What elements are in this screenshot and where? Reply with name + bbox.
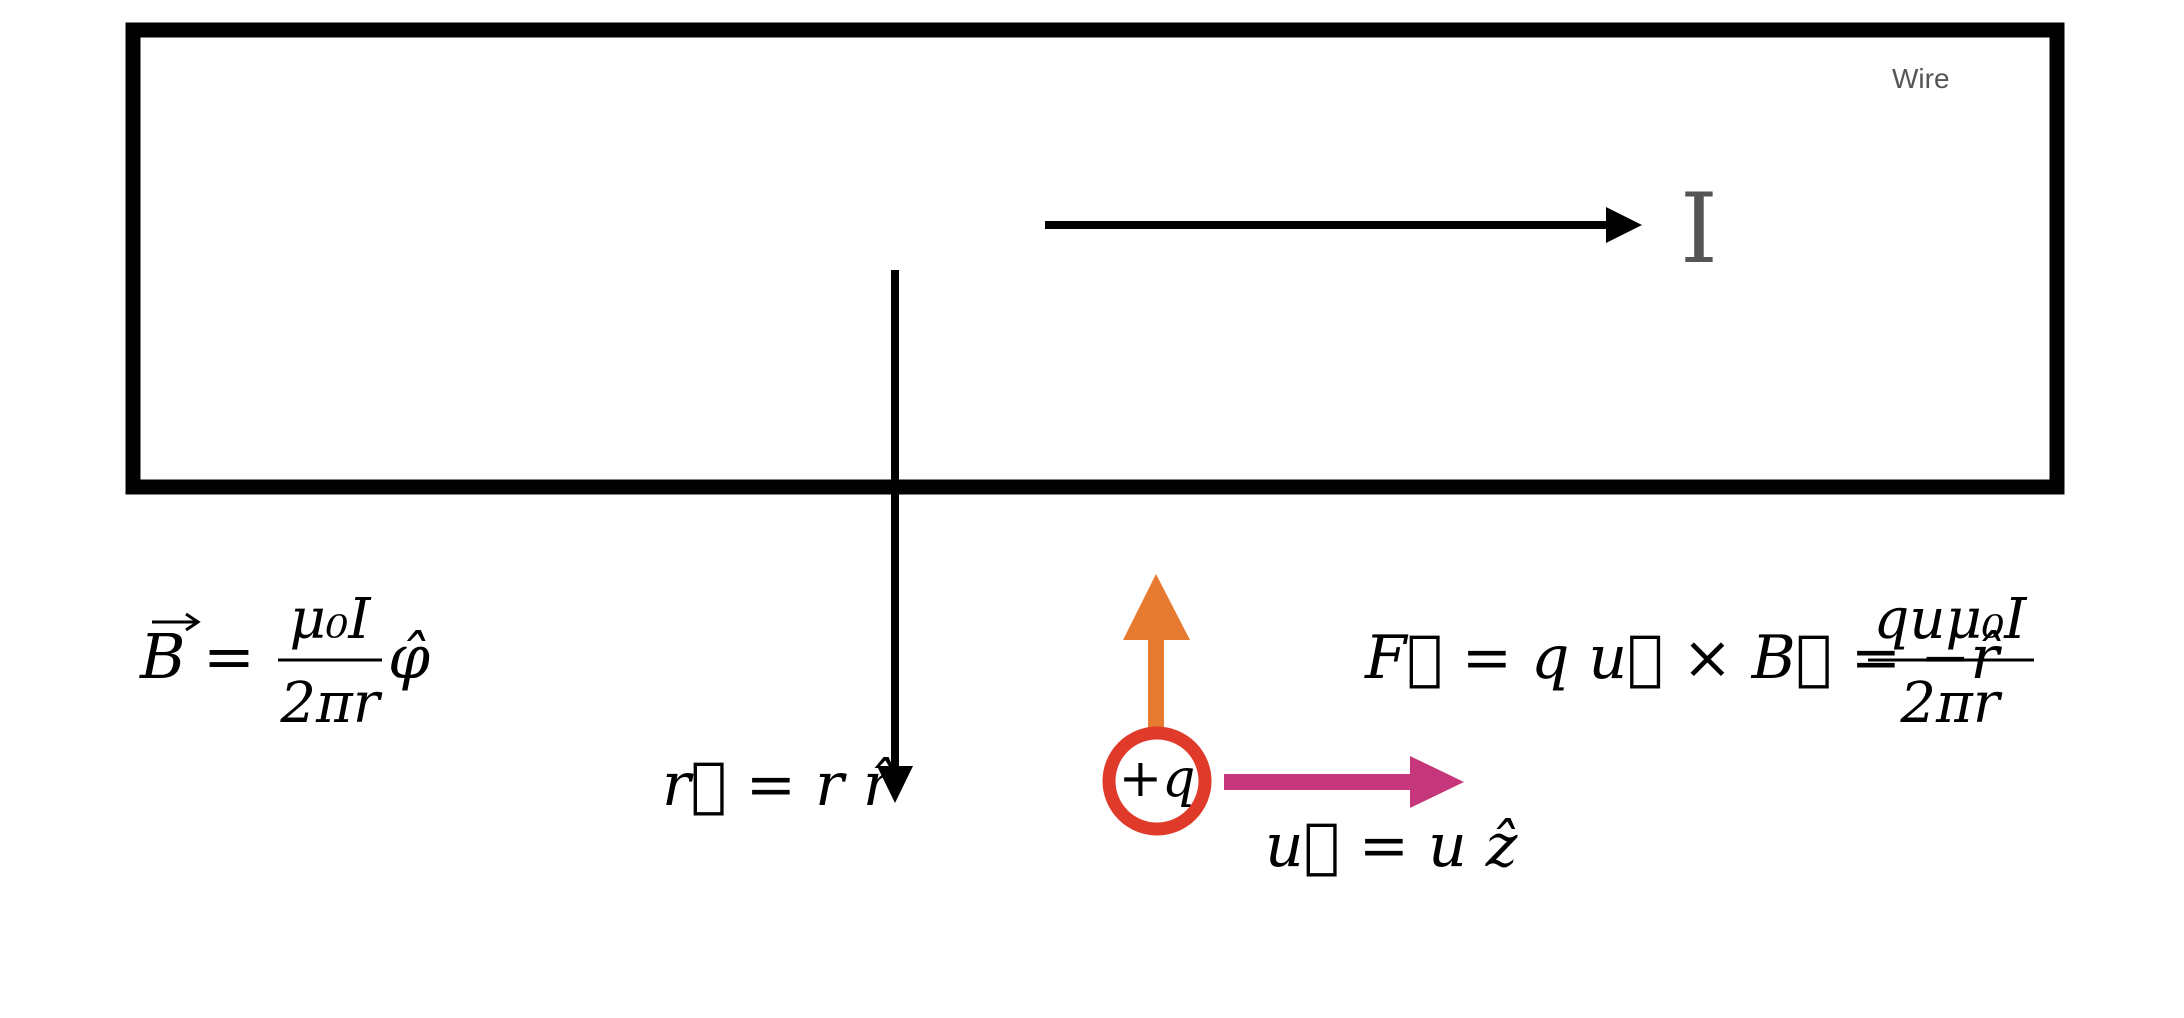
r-vector-equation: r⃗ = r r̂ [662, 750, 895, 820]
b-field-denominator: 2πr [279, 671, 382, 736]
b-field-numerator: μ₀I [290, 587, 373, 652]
b-field-eq: = [203, 620, 255, 693]
force-arrow [1123, 574, 1190, 744]
force-equation: F⃗ = q u⃗ × B⃗ = −r̂ quμ₀I 2πr [1364, 587, 2034, 736]
b-field-lhs: B [139, 620, 186, 693]
velocity-arrow [1224, 756, 1464, 808]
charge-ring [1102, 726, 1212, 836]
force-numerator: quμ₀I [1874, 587, 2029, 652]
charge-label: +q [1119, 749, 1196, 809]
u-vector-equation: u⃗ = u ẑ [1265, 811, 1518, 881]
r-vector-arrow [877, 270, 913, 803]
b-field-vector-mark [152, 612, 201, 632]
force-denominator: 2πr [1899, 671, 2002, 736]
current-arrow [1045, 207, 1642, 243]
b-field-equation: B = μ₀I 2πr φ̂ [139, 587, 430, 736]
current-symbol: I [1680, 173, 1718, 285]
force-lhs: F⃗ = q u⃗ × B⃗ = −r̂ [1364, 623, 2002, 693]
wire-body [125, 22, 2065, 495]
wire-label: Wire [1892, 63, 1950, 94]
b-field-unit-vector: φ̂ [388, 623, 430, 693]
